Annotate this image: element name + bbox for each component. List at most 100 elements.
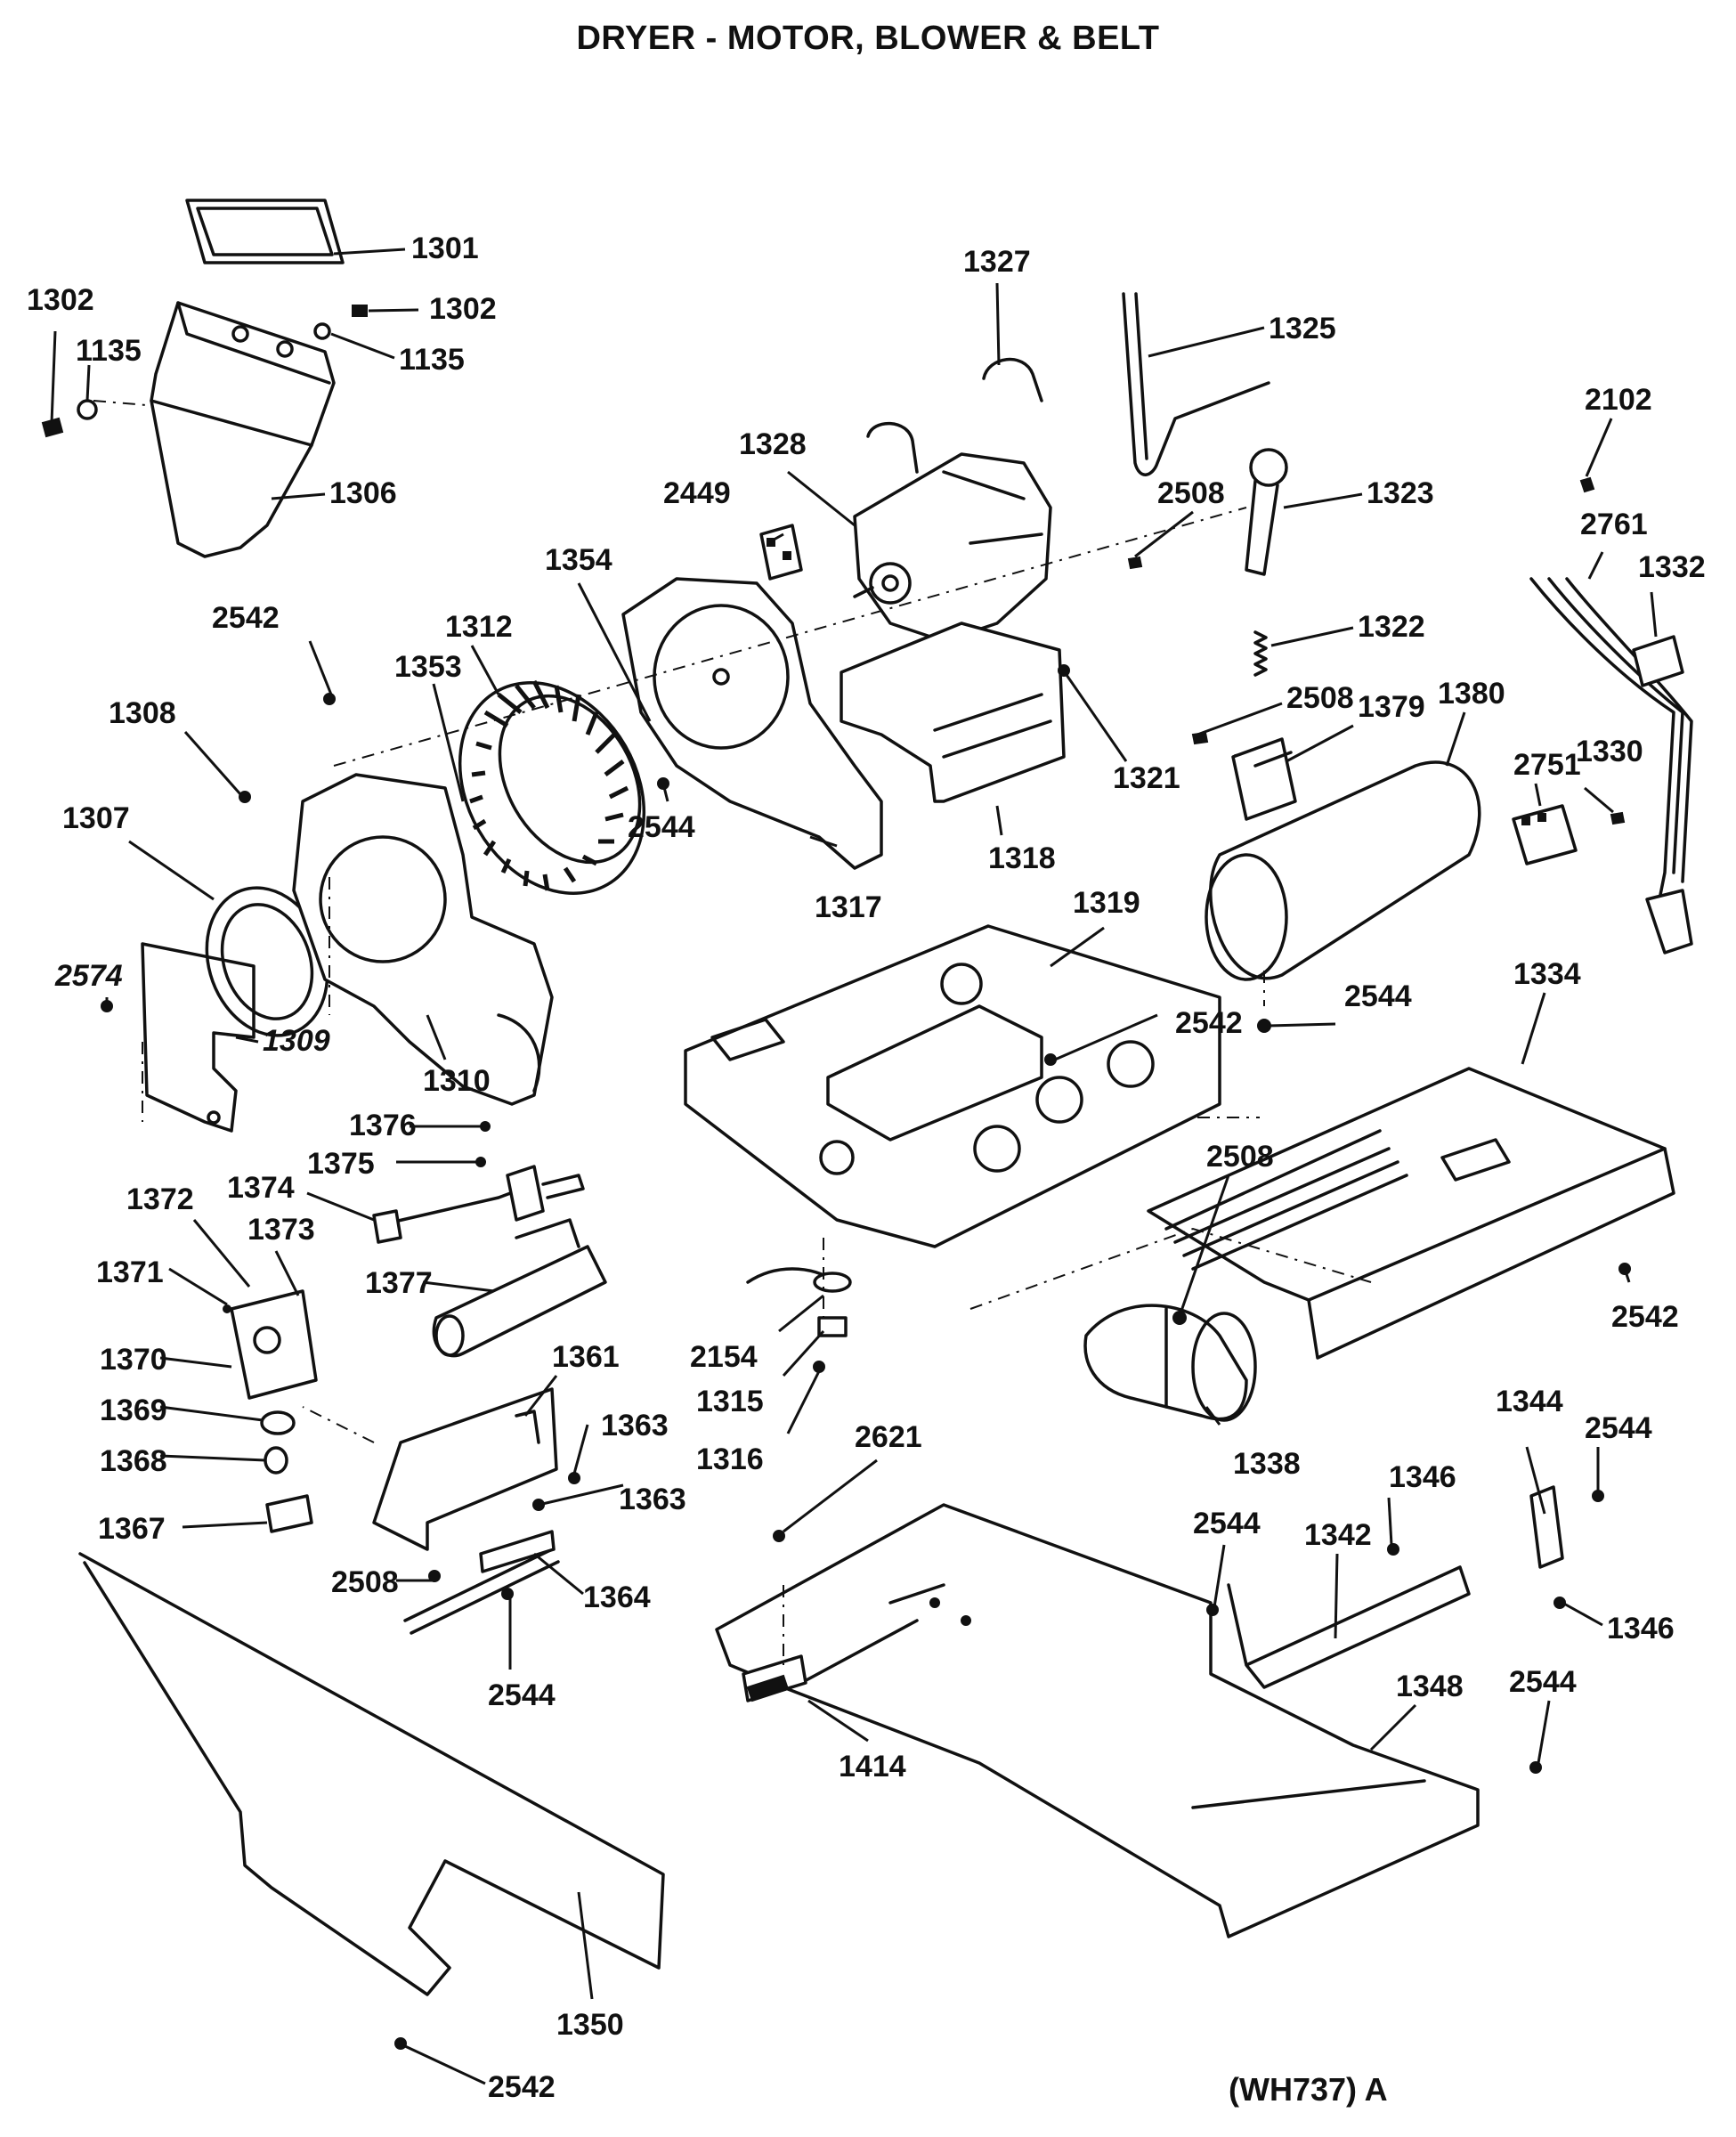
callout-2544-bracket: 2544 — [1193, 1507, 1261, 1540]
switch-2449 — [759, 524, 803, 581]
leader-lines — [50, 248, 1658, 2085]
bracket-1344 — [1529, 1485, 1564, 1569]
callout-1354: 1354 — [545, 543, 612, 577]
callout-1367: 1367 — [98, 1512, 166, 1546]
callout-1374: 1374 — [227, 1171, 295, 1205]
switch-1375 — [506, 1165, 585, 1222]
motor-mount-1318 — [840, 622, 1066, 803]
valve-1370 — [230, 1289, 318, 1400]
callout-2574: 2574 — [54, 959, 123, 993]
callout-1372: 1372 — [126, 1182, 194, 1216]
sensor-1315 — [817, 1316, 848, 1337]
callout-1317: 1317 — [815, 890, 882, 924]
callout-2544-rail: 2544 — [488, 1678, 556, 1712]
callout-2102: 2102 — [1585, 383, 1652, 417]
terminal-2751 — [1512, 804, 1578, 865]
thermostat-2154 — [746, 1267, 852, 1293]
gasket-1301 — [185, 199, 345, 264]
belt-1325 — [1122, 292, 1270, 476]
blower-wheel-1312 — [458, 679, 646, 895]
callout-1306: 1306 — [329, 476, 397, 510]
callout-2542-plate: 2542 — [1175, 1006, 1243, 1040]
callout-2508-top: 2508 — [1157, 476, 1225, 510]
callout-1302-left: 1302 — [27, 283, 94, 317]
callout-1312: 1312 — [445, 610, 513, 644]
callout-1307: 1307 — [62, 801, 130, 835]
heater-assembly-1334 — [1147, 1067, 1675, 1360]
solenoid-1377 — [432, 1218, 607, 1358]
callout-1323: 1323 — [1367, 476, 1434, 510]
callout-2449: 2449 — [663, 476, 731, 510]
callout-1325: 1325 — [1269, 312, 1336, 345]
callout-1332: 1332 — [1638, 550, 1706, 584]
callout-1350: 1350 — [556, 2008, 624, 2042]
callout-1414: 1414 — [839, 1750, 906, 1784]
callout-1327: 1327 — [963, 245, 1031, 279]
bracket-1361 — [372, 1387, 558, 1551]
pad-1414 — [742, 1654, 807, 1702]
callout-1364: 1364 — [583, 1580, 651, 1614]
callout-1377: 1377 — [365, 1266, 433, 1300]
blower-housing-1310 — [292, 773, 554, 1106]
callout-2154: 2154 — [690, 1340, 758, 1374]
bracket-1379 — [1231, 737, 1297, 821]
harness-2761 — [1529, 577, 1693, 955]
callout-1380: 1380 — [1438, 677, 1505, 711]
callout-1346-bottom: 1346 — [1607, 1612, 1675, 1645]
callout-1316: 1316 — [696, 1442, 764, 1476]
callout-labels: 1301 1302 1135 1302 1135 1306 1327 1325 … — [27, 232, 1706, 2104]
callout-1338: 1338 — [1233, 1447, 1301, 1481]
base-plate-1319 — [684, 924, 1221, 1248]
idler-1323 — [1245, 448, 1288, 576]
callout-1302-right: 1302 — [429, 292, 497, 326]
callout-1319: 1319 — [1073, 886, 1140, 920]
callout-1322: 1322 — [1358, 610, 1425, 644]
fitting-1367 — [265, 1494, 313, 1533]
callout-2751: 2751 — [1513, 748, 1581, 782]
washer-1135-right — [313, 322, 331, 340]
callout-1375: 1375 — [307, 1147, 375, 1181]
orifice-1368 — [264, 1446, 288, 1475]
duct-1306 — [150, 301, 336, 558]
callout-1344: 1344 — [1496, 1385, 1563, 1418]
screw-1302-left — [41, 417, 64, 438]
bracket-1342 — [1227, 1565, 1471, 1689]
duct-1338 — [1083, 1304, 1257, 1422]
alignment-lines — [93, 400, 1372, 1665]
callout-1301: 1301 — [411, 232, 479, 265]
callout-2544-blower: 2544 — [628, 810, 695, 844]
callout-1369: 1369 — [100, 1394, 167, 1427]
callout-2508-valve: 2508 — [331, 1565, 399, 1599]
callout-2544-right: 2544 — [1585, 1411, 1652, 1445]
callout-1348: 1348 — [1396, 1670, 1464, 1703]
callout-1376: 1376 — [349, 1109, 417, 1142]
callout-1353: 1353 — [394, 650, 462, 684]
clip-1327 — [866, 358, 1043, 474]
base-frame-1348 — [715, 1503, 1480, 1938]
callout-2542-bottom: 2542 — [488, 2070, 556, 2104]
blower-housing-1317 — [621, 577, 883, 870]
callout-1370: 1370 — [100, 1343, 167, 1377]
callout-1373: 1373 — [247, 1213, 315, 1247]
callout-2761: 2761 — [1580, 508, 1648, 541]
callout-1361: 1361 — [552, 1340, 620, 1374]
callout-1346-top: 1346 — [1389, 1460, 1456, 1494]
spring-1322 — [1253, 630, 1268, 677]
callout-1379: 1379 — [1358, 690, 1425, 724]
diagram-code: (WH737) A — [1229, 2071, 1388, 2108]
washer-1135-left — [77, 399, 98, 420]
callout-1330: 1330 — [1576, 735, 1643, 768]
callout-1368: 1368 — [100, 1444, 167, 1478]
callout-2621: 2621 — [855, 1420, 922, 1454]
callout-1334: 1334 — [1513, 957, 1581, 991]
callout-1363-bottom: 1363 — [619, 1483, 686, 1516]
callout-1371: 1371 — [96, 1255, 164, 1289]
callout-1315: 1315 — [696, 1385, 764, 1418]
callout-2544-drum: 2544 — [1344, 979, 1412, 1013]
callout-2508-mid: 2508 — [1286, 681, 1354, 715]
callout-1363-top: 1363 — [601, 1409, 669, 1442]
callout-1135-right: 1135 — [399, 343, 465, 377]
callout-2508-heater: 2508 — [1206, 1140, 1274, 1174]
callout-1309: 1309 — [263, 1024, 330, 1058]
